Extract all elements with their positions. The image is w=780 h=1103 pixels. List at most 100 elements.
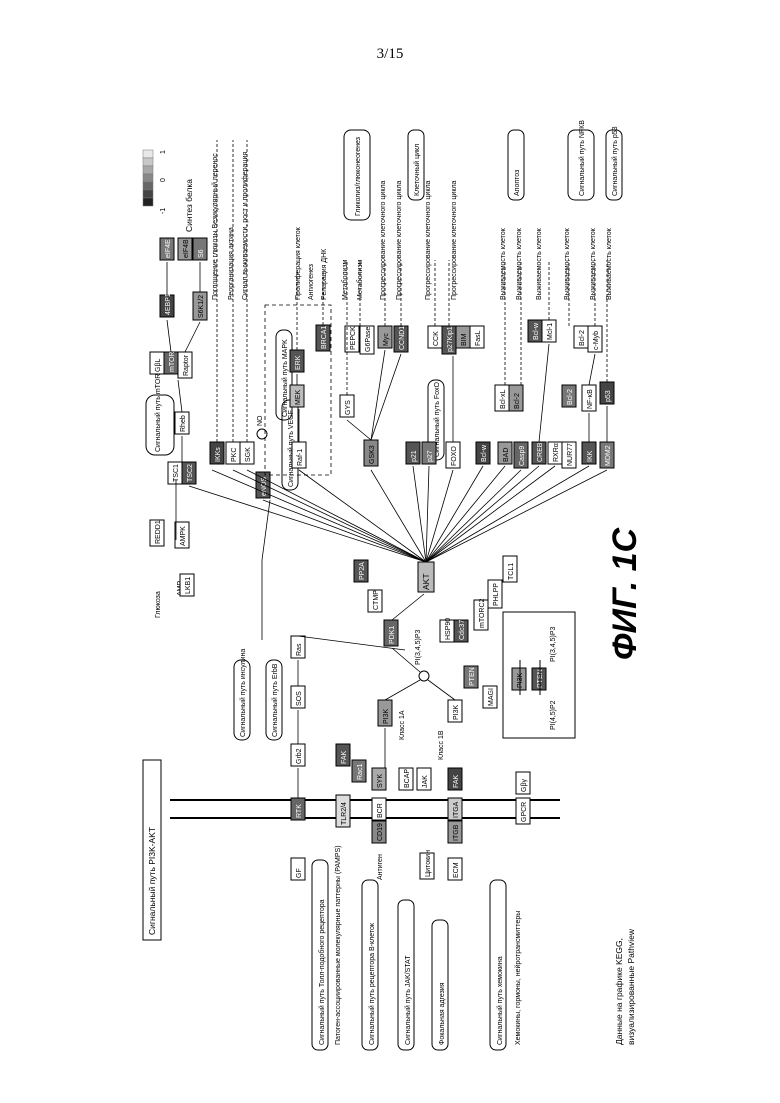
node-glucose: Глюкоза [155, 591, 162, 618]
outcome-label: Прогрессирование клеточного цикла [380, 180, 387, 300]
node-s6k: S6K1/2 [198, 295, 205, 318]
node-raptor: Raptor [183, 354, 190, 376]
node-mtorc2: mTORC2 [479, 598, 486, 628]
outcome-label: Прогрессирование клеточного цикла [451, 180, 458, 300]
cell-membrane [170, 800, 560, 818]
node-p27kip1: p27Kip1 [447, 326, 454, 352]
node-fak-top: FAK [341, 750, 348, 764]
outcome-label: Выживаемость клеток [590, 227, 597, 300]
node-mtor: mTOR [169, 352, 176, 372]
left-label-bcr: Сигнальный путь рецептора В-клеток [368, 922, 376, 1045]
node-tsc1: TSC1 [173, 464, 180, 482]
node-ras: Ras [296, 643, 303, 656]
outcome-labels: Поглощение глюкозы Везикулярный переносР… [211, 152, 613, 300]
node-gpcr: GPCR [521, 802, 528, 822]
node-sgk: SGK [245, 447, 252, 462]
label-class1a: Класс 1A [399, 710, 406, 740]
left-label-chemokine: Сигнальный путь хемокина [496, 956, 504, 1045]
node-mdm2: MDM2 [605, 445, 612, 466]
node-gf: GF [296, 868, 303, 878]
outcome-label: Выживаемость клеток [564, 227, 571, 300]
node-eif4b: eIF4B [183, 239, 190, 258]
node-itga: ITGA [453, 801, 460, 818]
node-gys: GYS [345, 400, 352, 415]
node-bcl-xl: Bcl-xL [500, 389, 507, 409]
scale-mid: 0 [160, 178, 167, 182]
node-bcr: BCR [377, 803, 384, 818]
node-casp9: Casp9 [519, 446, 526, 466]
node-p21: p21 [411, 450, 418, 462]
pten-box-pi45p2: PI(4,5)P2 [550, 700, 557, 730]
node-pi3k-b: PI3K [453, 704, 460, 720]
node-foxo: FOXO [451, 446, 458, 466]
node-pkc: PKC [231, 448, 238, 462]
node-bcl2-nfkb: Bcl-2 [579, 330, 586, 346]
node-syk: SYK [377, 774, 384, 788]
scale-max: 1 [160, 150, 167, 154]
node-fak: FAK [453, 774, 460, 788]
left-label-pamps: Патоген-ассоциированные молекулярные пат… [335, 845, 342, 1045]
node-hsp90: HSP90 [445, 618, 452, 640]
scale-min: -1 [160, 208, 167, 214]
node-nur77: NUR77 [567, 443, 574, 466]
left-label-hormones: Хемокины, гормоны, нейротрансмиттеры [514, 911, 522, 1045]
node-eif4e: eIF4E [165, 239, 172, 258]
node-gby: Gβγ [521, 779, 528, 792]
node-pdk1: PDK1 [389, 626, 396, 644]
box-p53: Сигнальный путь p53 [611, 126, 619, 196]
node-redd1: REDD1 [155, 520, 162, 544]
scale-legend: 1 0 -1 Синтез белка [143, 150, 194, 232]
node-ikk: IKK [587, 450, 594, 462]
node-pepck: PEPCK [350, 326, 357, 350]
box-nfkb: Сигнальный путь NFКB [578, 120, 586, 196]
outcome-label: Прогрессирование клеточного цикла [425, 180, 432, 300]
node-mek: MEK [295, 390, 302, 406]
node-cdc37: Cdc37 [459, 620, 466, 640]
node-jak: JAK [422, 775, 429, 788]
node-rxra: RXRα [553, 443, 560, 462]
outcome-label: Выживаемость клеток [516, 227, 523, 300]
left-pathway-labels: Сигнальный путь Толл-подобного рецептора… [312, 845, 636, 1050]
node-gbl: GβL [155, 359, 162, 372]
box-glycolysis: Гликолиз/глюконеогенез [355, 137, 362, 216]
outcome-label: Репарация ДНК [321, 248, 328, 300]
upstream-nodes: Grb2 SOS Ras FAK Rac1 SYK BCAP JAK FAK P… [291, 556, 517, 790]
outcome-label: Сигнал выживаемости, рост и пролиферация [242, 152, 249, 300]
box-cell-cycle: Клеточный цикл [413, 144, 421, 196]
node-gsk3: GSK3 [369, 445, 376, 464]
node-magi: MAGI [488, 688, 495, 706]
node-rheb: Rheb [180, 415, 187, 432]
outcome-label: Реорганизация актина [228, 227, 235, 300]
left-label-focal: Фокальная адгезия [439, 982, 446, 1045]
node-4ebp1: 4EBP1 [165, 293, 172, 315]
node-fasl: FasL [475, 330, 482, 346]
node-nfkb: NF-κB [587, 389, 594, 409]
node-rac1: Rac1 [357, 764, 364, 780]
node-bcl2b: Bcl-2 [567, 389, 574, 405]
pten-box-pi345p3: PI(3,4,5)P3 [550, 626, 557, 662]
node-ecm: ECM [453, 862, 460, 878]
node-ampk: AMPK [180, 526, 187, 546]
source-note-2: визуализированные Pathview [626, 928, 636, 1045]
outcome-label: Ангиогенез [308, 264, 315, 300]
node-no: NO [257, 415, 264, 426]
node-akt: AKT [421, 573, 431, 590]
node-tcl1: TCL1 [508, 563, 515, 580]
title-box: Сигнальный путь PI3K-AKT [143, 760, 161, 940]
node-rtk: RTK [296, 804, 303, 818]
node-bad: BAD [503, 448, 510, 462]
box-apoptosis: Апоптоз [514, 170, 521, 196]
figure-label: ФИГ. 1C [606, 528, 645, 660]
node-pp2a: PP2A [359, 562, 366, 580]
pten-box: PI(4,5)P2 PI(3,4,5)P3 PI3K PTEN [503, 612, 575, 738]
node-grb2: Grb2 [296, 748, 303, 764]
outcome-label: Поглощение глюкозы Везикулярный перенос [211, 153, 219, 300]
oval-mtor: Сигнальный путь mTOR [154, 374, 162, 452]
node-p27: p27 [427, 450, 434, 462]
node-brca1: BRCA1 [321, 326, 328, 349]
outcome-label: Выживаемость клеток [500, 227, 507, 300]
oval-mapk: Сигнальный путь MAPK [281, 339, 289, 417]
outcome-label: Пролиферация клеток [295, 226, 302, 300]
node-ctmp: CTMP [373, 590, 380, 610]
